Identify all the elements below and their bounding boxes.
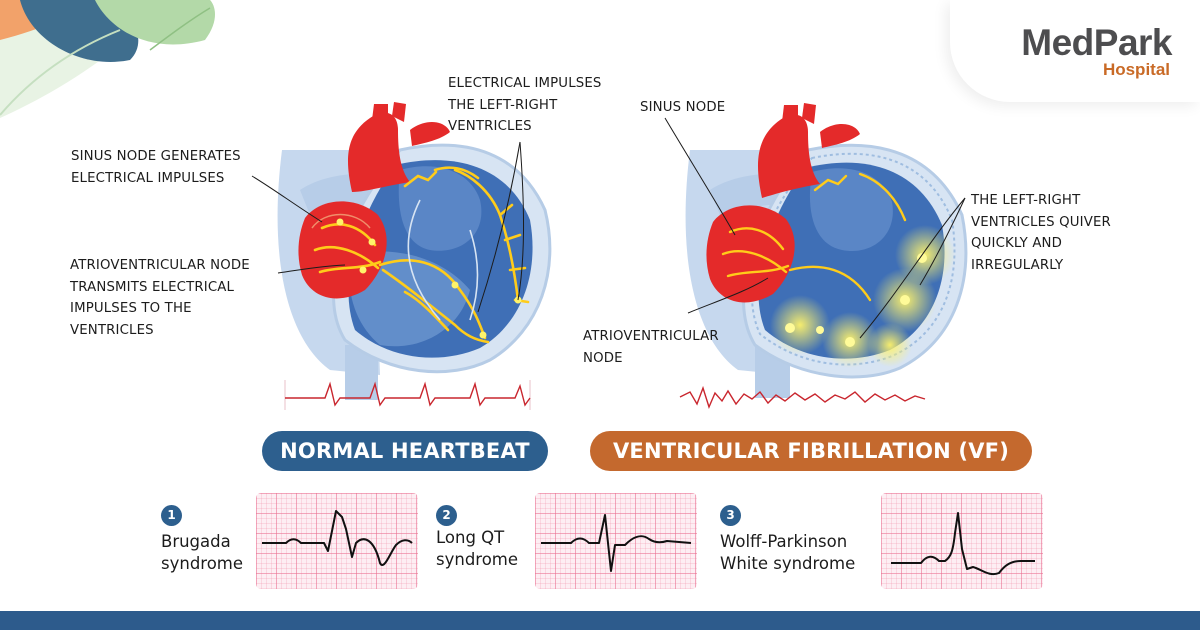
logo-subtitle: Hospital bbox=[1102, 60, 1170, 79]
caption-vf-av-node: ATRIOVENTRICULAR NODE bbox=[583, 329, 719, 366]
caption-vf-sinus-node: SINUS NODE bbox=[640, 100, 726, 115]
ecg-card-brugada bbox=[256, 493, 418, 589]
decorative-leaves-icon bbox=[0, 0, 215, 118]
caption-normal-impulses: ELECTRICAL IMPULSES THE LEFT-RIGHT VENTR… bbox=[448, 76, 602, 134]
caption-vf-quiver: THE LEFT-RIGHT VENTRICLES QUIVER QUICKLY… bbox=[971, 193, 1111, 273]
ecg-card-long-qt bbox=[535, 493, 697, 589]
ecg-trace-long-qt bbox=[541, 514, 692, 572]
normal-heart-illustration bbox=[251, 102, 552, 400]
syndrome-number-badge: 3 bbox=[720, 505, 741, 526]
syndrome-label-long-qt: Long QT syndrome bbox=[436, 528, 519, 569]
caption-normal-av-node: ATRIOVENTRICULAR NODE TRANSMITS ELECTRIC… bbox=[70, 258, 250, 338]
ecg-trace-brugada bbox=[262, 510, 413, 566]
logo-name: MedPark bbox=[1021, 22, 1172, 63]
syndrome-label-wpw: Wolff-Parkinson White syndrome bbox=[720, 532, 856, 573]
normal-heartbeat-label: NORMAL HEARTBEAT bbox=[262, 431, 548, 471]
footer-bar bbox=[0, 611, 1200, 630]
syndrome-label-brugada: Brugada syndrome bbox=[161, 532, 244, 573]
ecg-card-wpw bbox=[881, 493, 1043, 589]
vf-ecg-strip bbox=[679, 385, 926, 410]
hospital-logo[interactable]: MedPark Hospital bbox=[950, 0, 1200, 102]
vf-heart-illustration bbox=[664, 103, 968, 398]
caption-normal-sinus-node: SINUS NODE GENERATES ELECTRICAL IMPULSES bbox=[71, 149, 241, 186]
normal-ecg-strip bbox=[284, 380, 531, 410]
ecg-trace-wpw bbox=[891, 512, 1035, 576]
ventricular-fibrillation-label: VENTRICULAR FIBRILLATION (VF) bbox=[590, 431, 1032, 471]
syndrome-number-badge: 1 bbox=[161, 505, 182, 526]
syndrome-number-badge: 2 bbox=[436, 505, 457, 526]
